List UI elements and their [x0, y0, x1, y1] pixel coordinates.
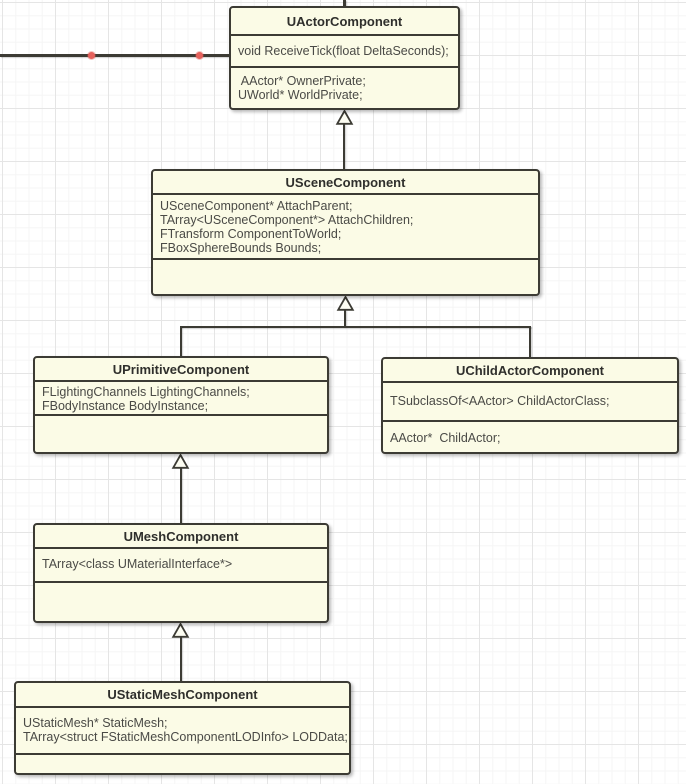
edge-branch-left-drop[interactable] — [180, 326, 182, 356]
fields-compartment: AActor* OwnerPrivate; UWorld* WorldPriva… — [231, 66, 458, 108]
edge-mesh-to-primitive[interactable] — [180, 468, 182, 523]
class-box-uscenecomponent[interactable]: USceneComponent USceneComponent* AttachP… — [151, 169, 540, 296]
member-line: AActor* OwnerPrivate; — [238, 74, 366, 88]
fields-compartment: AActor* ChildActor; — [383, 420, 677, 452]
empty-compartment — [153, 258, 538, 294]
inheritance-arrowhead-icon[interactable] — [335, 109, 354, 125]
member-line: FLightingChannels LightingChannels; — [42, 385, 250, 399]
inheritance-arrowhead-icon[interactable] — [171, 622, 190, 638]
member-line: TSubclassOf<AActor> ChildActorClass; — [390, 394, 610, 408]
member-line: FTransform ComponentToWorld; — [160, 227, 342, 241]
member-line: UStaticMesh* StaticMesh; — [23, 716, 168, 730]
class-title: UStaticMeshComponent — [107, 687, 258, 702]
edge-branch-horizontal[interactable] — [180, 326, 531, 328]
empty-compartment — [35, 581, 327, 621]
class-box-uactorcomponent[interactable]: UActorComponent void ReceiveTick(float D… — [229, 6, 460, 110]
member-line: TArray<USceneComponent*> AttachChildren; — [160, 213, 414, 227]
class-title: UPrimitiveComponent — [112, 361, 250, 377]
class-box-uprimitivecomponent[interactable]: UPrimitiveComponent FLightingChannels Li… — [33, 356, 329, 454]
fields-compartment: UStaticMesh* StaticMesh; TArray<struct F… — [16, 706, 349, 753]
member-line: TArray<class UMaterialInterface*> — [42, 557, 233, 571]
member-line: TArray<struct FStaticMeshComponentLODInf… — [23, 730, 348, 744]
edge-waypoint-handle[interactable] — [88, 52, 95, 59]
edge-left-horizontal[interactable] — [0, 54, 229, 57]
inheritance-arrowhead-icon[interactable] — [171, 453, 190, 469]
empty-compartment — [35, 414, 327, 452]
edge-top-stub[interactable] — [343, 0, 346, 6]
edge-branch-right-drop[interactable] — [529, 326, 531, 357]
class-title: USceneComponent — [285, 174, 406, 190]
class-title: UMeshComponent — [123, 528, 239, 544]
member-line: FBodyInstance BodyInstance; — [42, 399, 209, 413]
empty-compartment — [16, 753, 349, 773]
fields-compartment: TSubclassOf<AActor> ChildActorClass; — [383, 381, 677, 420]
class-title: UActorComponent — [286, 13, 403, 29]
class-box-ustaticmeshcomponent[interactable]: UStaticMeshComponent UStaticMesh* Static… — [14, 681, 351, 775]
fields-compartment: TArray<class UMaterialInterface*> — [35, 547, 327, 581]
class-box-umeshcomponent[interactable]: UMeshComponent TArray<class UMaterialInt… — [33, 523, 329, 623]
member-line: USceneComponent* AttachParent; — [160, 199, 353, 213]
member-line: AActor* ChildActor; — [390, 431, 501, 445]
member-line: void ReceiveTick(float DeltaSeconds); — [238, 44, 449, 58]
inheritance-arrowhead-icon[interactable] — [336, 295, 355, 311]
fields-compartment: USceneComponent* AttachParent; TArray<US… — [153, 193, 538, 258]
methods-compartment: void ReceiveTick(float DeltaSeconds); — [231, 34, 458, 66]
fields-compartment: FLightingChannels LightingChannels; FBod… — [35, 380, 327, 414]
member-line: UWorld* WorldPrivate; — [238, 88, 363, 102]
edge-branch-stem[interactable] — [344, 310, 346, 327]
edge-waypoint-handle[interactable] — [196, 52, 203, 59]
member-line: FBoxSphereBounds Bounds; — [160, 241, 322, 255]
edge-static-to-mesh[interactable] — [180, 637, 182, 681]
class-box-uchildactorcomponent[interactable]: UChildActorComponent TSubclassOf<AActor>… — [381, 357, 679, 454]
edge-scene-to-actor[interactable] — [343, 124, 345, 169]
class-title: UChildActorComponent — [455, 362, 605, 378]
